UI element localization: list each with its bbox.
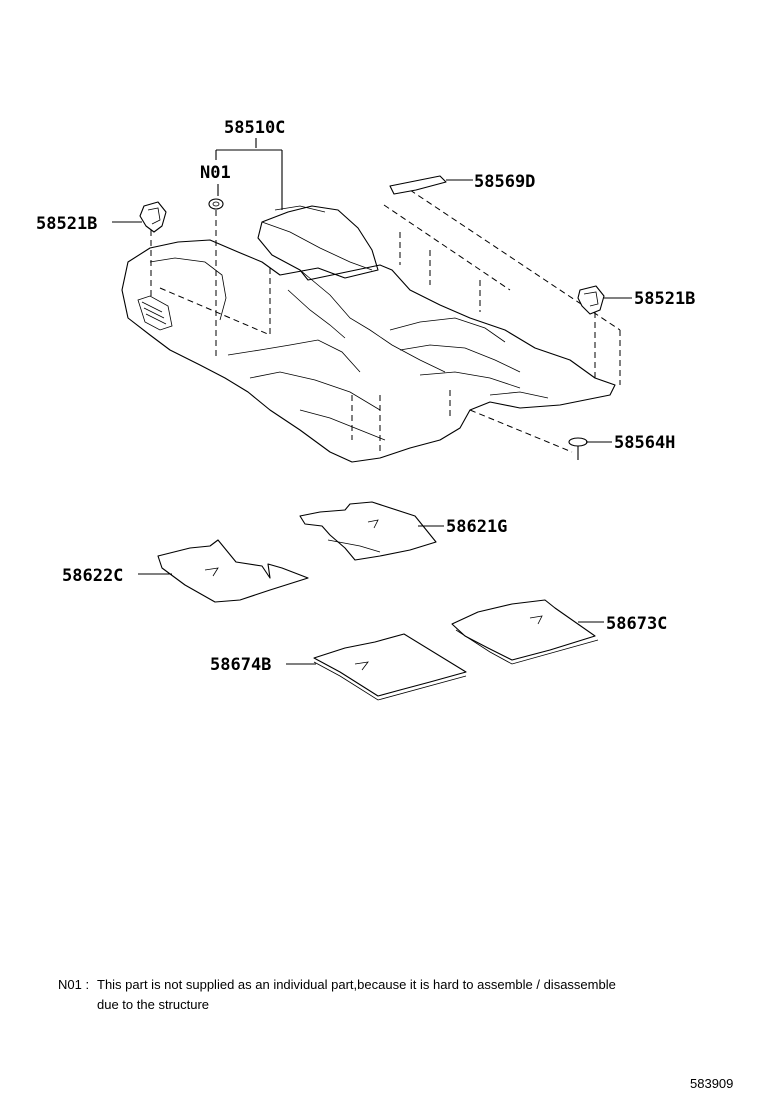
clip-left [139, 201, 167, 233]
plate [389, 175, 447, 195]
footnote-line-1: This part is not supplied as an individu… [97, 977, 616, 992]
pin [568, 437, 588, 460]
label-n01: N01 [200, 163, 231, 183]
floor-mat-left [157, 539, 309, 603]
leader-lines [112, 138, 632, 665]
n01-nut [208, 198, 224, 210]
label-58622c: 58622C [62, 566, 123, 586]
diagram-id: 583909 [690, 1076, 734, 1091]
footnote-key: N01 : [58, 977, 90, 992]
label-58569d: 58569D [474, 172, 535, 192]
floor-mat-rear-right [451, 599, 599, 665]
label-58510c: 58510C [224, 118, 285, 138]
clip-right [577, 285, 605, 315]
footnote-line-2: due to the structure [97, 997, 210, 1012]
floor-carpet-assembly [121, 205, 616, 463]
label-58564h: 58564H [614, 433, 675, 453]
label-58674b: 58674B [210, 655, 271, 675]
label-58673c: 58673C [606, 614, 667, 634]
label-58521b-right: 58521B [634, 289, 695, 309]
floor-mat-center [299, 501, 437, 561]
label-58521b-left: 58521B [36, 214, 97, 234]
floor-mat-rear-left [313, 633, 467, 701]
label-58621g: 58621G [446, 517, 507, 537]
